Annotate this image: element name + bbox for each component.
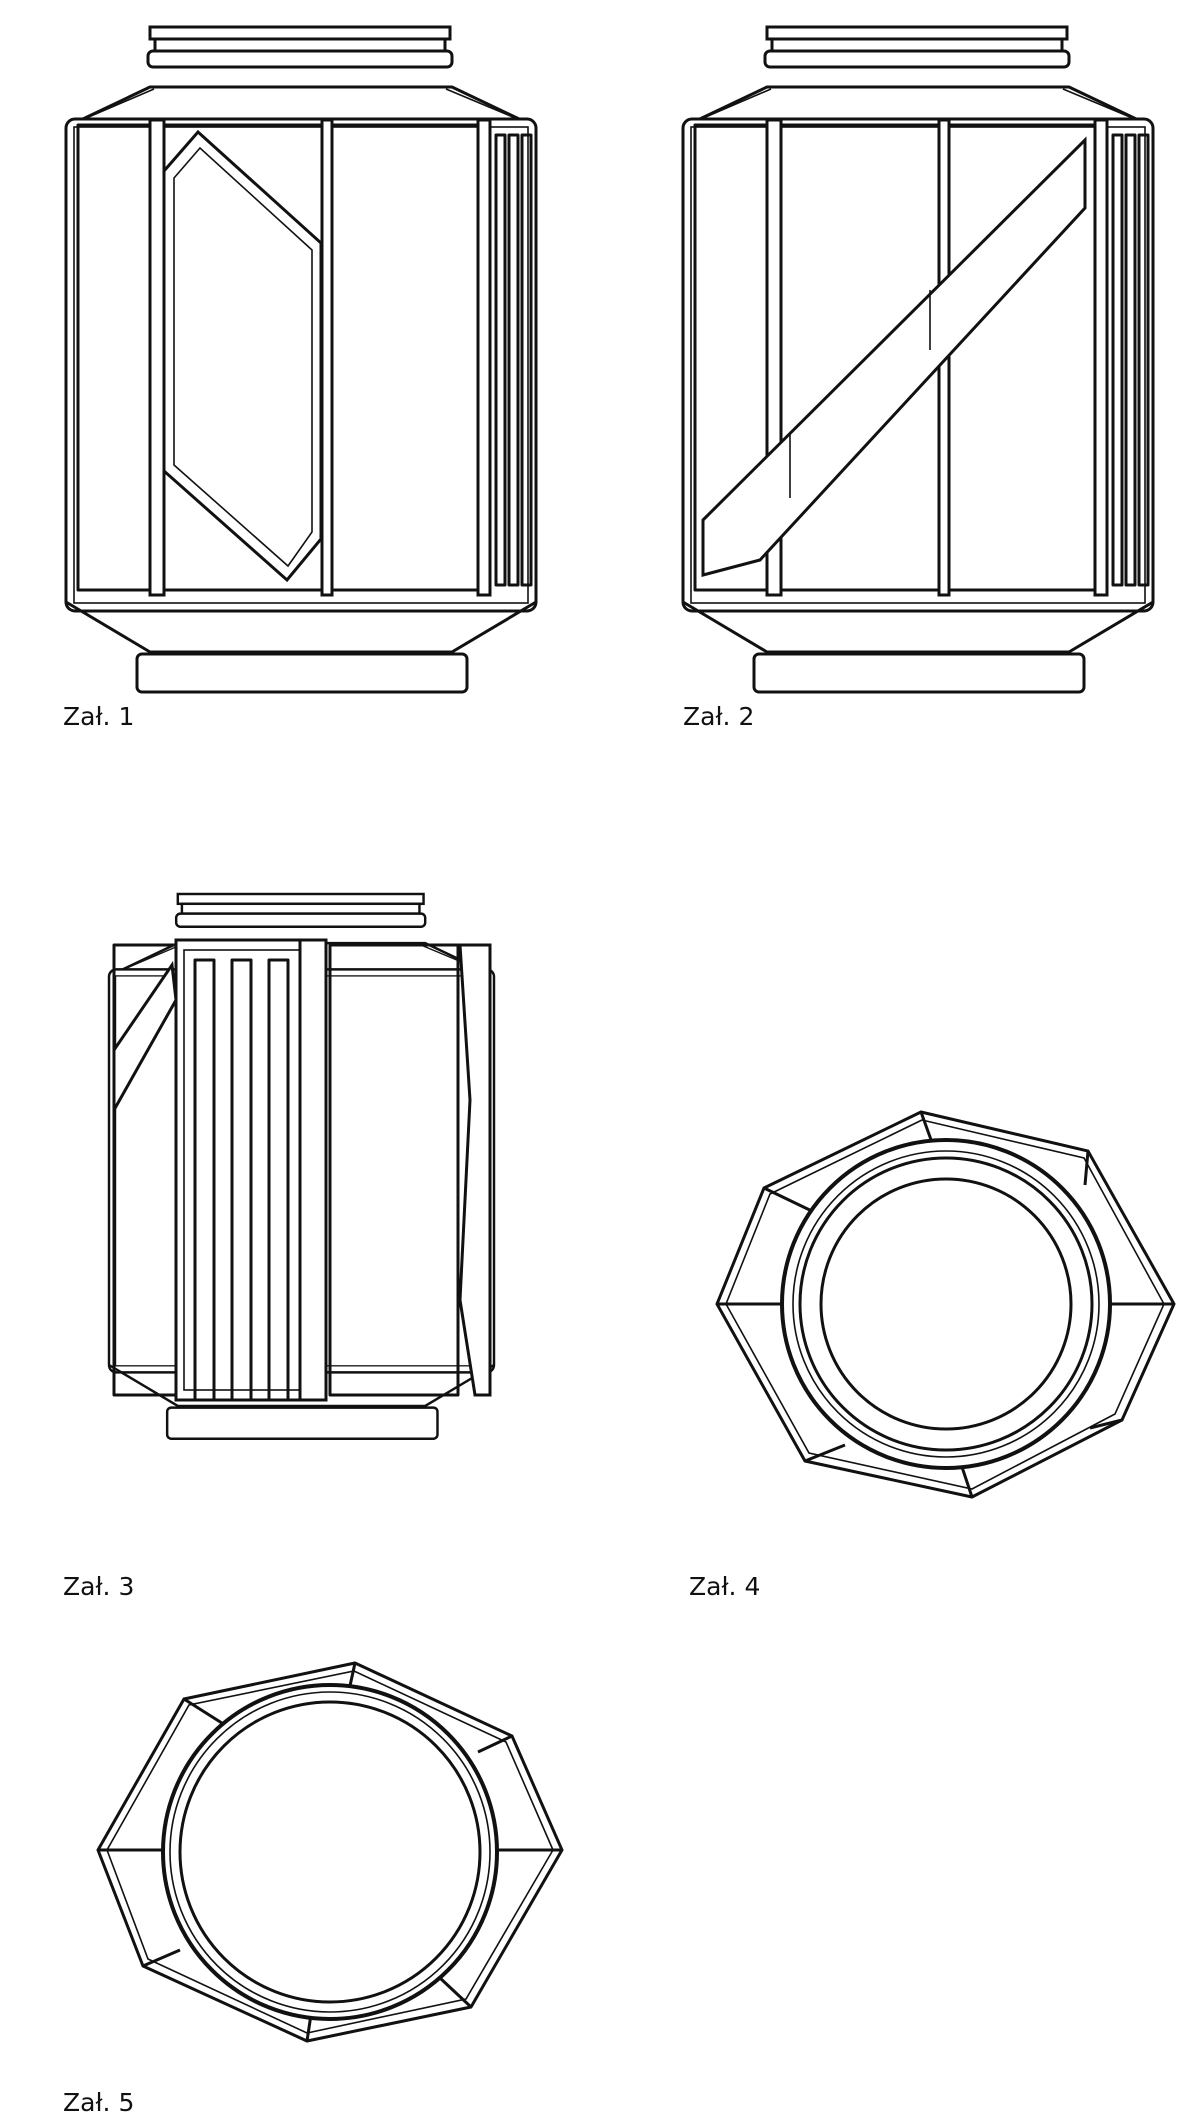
figure-2-label: Zał. 2: [683, 702, 755, 731]
figure-5-bottom-view: [96, 1661, 564, 2043]
figure-4-label: Zał. 4: [689, 1572, 761, 1601]
figure-3-label: Zał. 3: [63, 1572, 135, 1601]
figure-3-jar-front: [107, 892, 496, 1441]
figure-1-jar-front: [64, 25, 538, 694]
figure-4-top-view: [715, 1110, 1176, 1499]
figure-5-label: Zał. 5: [63, 2088, 135, 2117]
figure-1-label: Zał. 1: [63, 702, 135, 731]
figure-2-jar-front: [681, 25, 1155, 694]
